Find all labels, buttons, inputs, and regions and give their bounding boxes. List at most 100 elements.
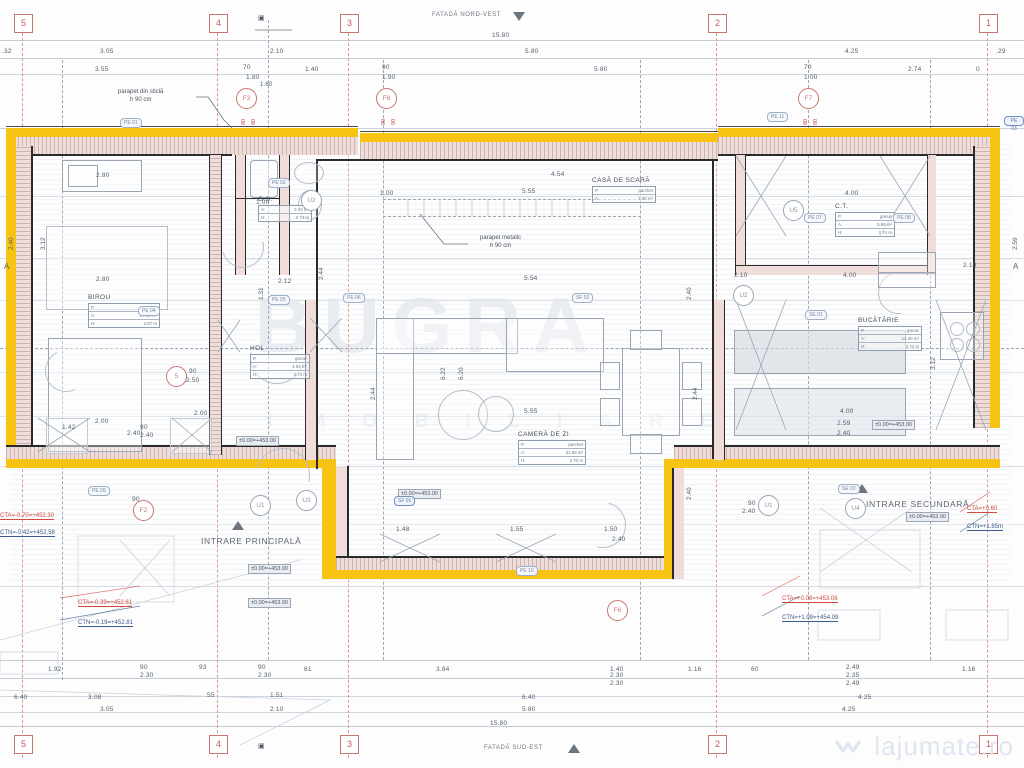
door-tag-5-h: 2.50 xyxy=(186,377,200,384)
annotation-parapet-metalic: parapet metalic h 90 cm xyxy=(480,234,521,250)
door-tag-U3[interactable]: U3 xyxy=(296,490,317,511)
dim-int-200b: 2.00 xyxy=(95,418,109,425)
dim-int-vert-312: 3.12 xyxy=(930,357,937,370)
furniture-dining-chair-1 xyxy=(630,330,662,350)
grid-bubble-bottom-5[interactable]: 5 xyxy=(14,735,33,754)
window-tag-F8[interactable]: F8 xyxy=(376,88,397,109)
grid-bubble-bottom-3[interactable]: 3 xyxy=(340,735,359,754)
furniture-sofa-right xyxy=(506,318,604,372)
exterior-wall-top-mid xyxy=(360,133,718,142)
wall-hatch-top-left xyxy=(6,137,358,155)
wall-line-top-2 xyxy=(316,159,718,161)
dim-int-155: 1.55 xyxy=(510,526,524,533)
dim-bot3-55: 55 xyxy=(207,692,215,699)
dim-int-90a: 90 xyxy=(140,424,148,431)
door-tag-U6[interactable]: U1 xyxy=(758,495,779,516)
dim-bot-90b: 90 xyxy=(258,664,266,671)
grid-bubble-top-1[interactable]: 1 xyxy=(979,14,998,33)
partition-line-4 xyxy=(305,300,307,460)
furniture-dining-chair-5 xyxy=(682,362,702,390)
sched-val: 3.74 m² xyxy=(294,207,309,212)
sched-key: A: xyxy=(521,450,526,455)
exterior-wall-step-vertical-2 xyxy=(664,459,674,579)
dim-int-vert-292: 2.44 xyxy=(318,267,325,280)
dim-bot2-230a: 2.30 xyxy=(140,672,154,679)
dim-int-vert-r1: 2.40 xyxy=(686,287,693,300)
grid-bubble-top-2[interactable]: 2 xyxy=(708,14,727,33)
grid-bubble-bottom-1[interactable]: 1 xyxy=(979,735,998,754)
room-schedule-bucatarie: P.gresie A:12.36 m² H:2.74 m xyxy=(858,326,922,351)
sched-val: 2.74 m xyxy=(905,344,919,349)
window-tag-F3[interactable]: F3 xyxy=(236,88,257,109)
dim-bot-90a: 90 xyxy=(140,664,148,671)
exterior-wall-bottom-left xyxy=(6,459,336,468)
room-label-birou: BIROU xyxy=(88,294,111,301)
exterior-wall-left xyxy=(6,128,16,468)
window-tag-F3-h: 80 xyxy=(251,118,257,125)
partition-line-5 xyxy=(724,300,726,460)
sched-val: 2.57 m xyxy=(143,321,157,326)
dim-line-top-1 xyxy=(0,40,1024,41)
door-tag-U1[interactable]: U1 xyxy=(250,495,271,516)
door-tag-5[interactable]: 5 xyxy=(166,366,187,387)
window-tag-F6[interactable]: F6 xyxy=(607,600,628,621)
window-tag-F3-w: 80 xyxy=(241,118,247,125)
dim-top3-190: 1.90 xyxy=(382,74,396,81)
grid-bubble-bottom-2[interactable]: 2 xyxy=(708,735,727,754)
dim-bot-140: 1.40 xyxy=(610,666,624,673)
level-marker-hol: ±0.00=+453.00 xyxy=(236,436,279,446)
entry-label-principala: INTRARE PRINCIPALĂ xyxy=(201,536,302,546)
dim-bot5-total: 15.80 xyxy=(490,720,508,727)
finish-pill-14: PE 11 xyxy=(767,112,789,122)
sched-key: H: xyxy=(91,321,96,326)
dim-line-top-3 xyxy=(0,74,1024,75)
door-tag-U4[interactable]: U4 xyxy=(845,498,866,519)
sched-key: H: xyxy=(838,230,843,235)
sched-val: 4.54 m² xyxy=(292,364,307,369)
sched-key: A: xyxy=(253,364,258,369)
door-tag-U2[interactable]: U2 xyxy=(301,190,322,211)
dim-bot3-640: 6.40 xyxy=(14,694,28,701)
dim-bot-116a: 1.16 xyxy=(688,666,702,673)
partition-hol-living-fill xyxy=(306,300,316,460)
dim-int-400a: 4.00 xyxy=(845,190,859,197)
furniture-ct-tank xyxy=(878,272,936,288)
wall-line-bottom-right xyxy=(674,445,1000,447)
dim-int-280a: 2.80 xyxy=(96,172,110,179)
door-tag-U7[interactable]: U2 xyxy=(733,285,754,306)
grid-bubble-bottom-4[interactable]: 4 xyxy=(209,735,228,754)
dim-int-240a: 2.40 xyxy=(837,430,851,437)
sched-key: P. xyxy=(253,356,257,361)
grid-bubble-top-5[interactable]: 5 xyxy=(14,14,33,33)
wall-hatch-bottom-right xyxy=(674,446,1000,459)
partition-living-fill xyxy=(714,300,724,460)
facade-label-bottom: FATADĂ SUD-EST xyxy=(484,745,543,751)
partition-gs xyxy=(236,155,246,275)
window-tag-F7[interactable]: F7 xyxy=(798,88,819,109)
window-tag-F2[interactable]: F2 xyxy=(133,500,154,521)
grid-bubble-top-3[interactable]: 3 xyxy=(340,14,359,33)
dim-line-top-2 xyxy=(0,58,1024,59)
sched-key: A: xyxy=(595,196,600,201)
dim-top2-70b: 70 xyxy=(804,64,812,71)
sched-key: P. xyxy=(521,442,525,447)
dim-int-259: 2.59 xyxy=(837,420,851,427)
dim-top-580: 5.80 xyxy=(525,48,539,55)
annotation-line-1: parapet din sticlă xyxy=(118,89,164,95)
dim-int-454: 4.54 xyxy=(551,171,565,178)
window-tag-F7-h: 80 xyxy=(813,118,819,125)
dim-int-210b: 2.10 xyxy=(963,262,977,269)
dim-bot2-230b: 2.30 xyxy=(258,672,272,679)
fixture-sink xyxy=(294,162,324,184)
door-tag-U5[interactable]: U5 xyxy=(783,200,804,221)
window-tag-F8-h: 90 xyxy=(391,118,397,125)
grid-bubble-top-4[interactable]: 4 xyxy=(209,14,228,33)
dim-top3-100: 1.00 xyxy=(804,74,818,81)
dim-int-210a: 2.10 xyxy=(734,272,748,279)
dim-top-total: 15.80 xyxy=(492,32,510,39)
wall-line-bottom-mid xyxy=(336,556,672,558)
entry-level-secundara: ±0.00=+453.00 xyxy=(906,512,949,522)
sched-val: gresie xyxy=(907,328,919,333)
partition-line-1b xyxy=(221,155,223,455)
